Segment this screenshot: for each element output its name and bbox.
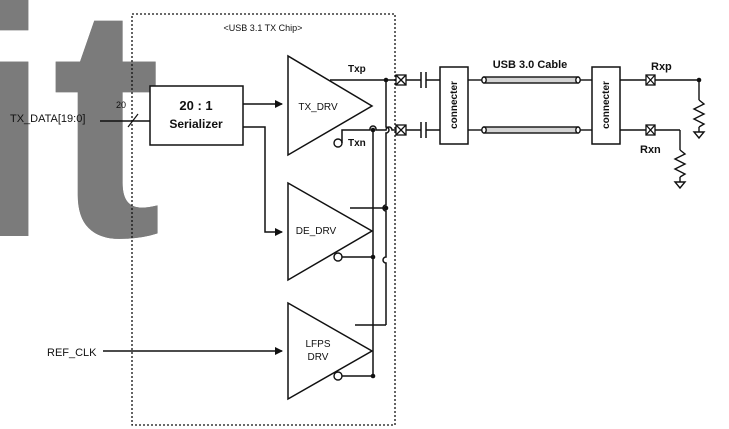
coupling-capacitors xyxy=(406,72,440,138)
watermark-glyphs: it xyxy=(0,0,162,306)
chip-boundary xyxy=(131,13,396,426)
txp-label: Txp xyxy=(348,64,366,75)
connector-left-label: connecter xyxy=(449,81,460,129)
txn-label: Txn xyxy=(348,138,366,149)
tx-data-label: TX_DATA[19:0] xyxy=(10,113,85,125)
connector-right xyxy=(591,66,621,145)
junction-dots xyxy=(370,77,389,379)
cable-label: USB 3.0 Cable xyxy=(493,59,568,71)
rxn-termination-resistor xyxy=(673,130,687,190)
watermark-logo: it it xyxy=(0,0,162,306)
tx-driver-label: TX_DRV xyxy=(298,102,338,113)
serializer-label: Serializer xyxy=(169,117,223,131)
ref-clk-label: REF_CLK xyxy=(47,347,97,359)
lfps-driver xyxy=(287,301,374,401)
rxp-pad xyxy=(645,74,656,86)
connector-right-label: connecter xyxy=(601,81,612,129)
lfps-driver-label-1: LFPS xyxy=(305,339,330,350)
lfps-driver-label-2: DRV xyxy=(308,352,329,363)
txp-pad xyxy=(395,74,407,86)
de-driver-label: DE_DRV xyxy=(296,226,337,237)
tx-driver xyxy=(287,54,374,157)
serializer-block xyxy=(149,85,244,146)
receiver-wires xyxy=(620,79,699,131)
rxn-label: Rxn xyxy=(640,144,661,156)
connector-left xyxy=(439,66,469,145)
ser-to-dedrv-wire xyxy=(243,126,283,236)
bus-width-label: 20 xyxy=(116,100,126,110)
de-driver xyxy=(287,181,374,282)
rxn-pad xyxy=(645,124,656,136)
output-bus-wires xyxy=(330,79,396,377)
rxp-termination-resistor xyxy=(692,80,706,140)
lfps-driver-inv-bubble xyxy=(333,371,343,381)
svg-text:it: it xyxy=(0,0,162,306)
bus-slash xyxy=(127,113,139,128)
usb-cable xyxy=(468,76,592,134)
de-driver-inv-bubble xyxy=(333,252,343,262)
txn-pad xyxy=(395,124,407,136)
rxp-label: Rxp xyxy=(651,61,672,73)
serializer-ratio: 20 : 1 xyxy=(179,98,212,113)
tx-driver-inv-bubble xyxy=(333,138,343,148)
chip-title: <USB 3.1 TX Chip> xyxy=(224,23,303,33)
